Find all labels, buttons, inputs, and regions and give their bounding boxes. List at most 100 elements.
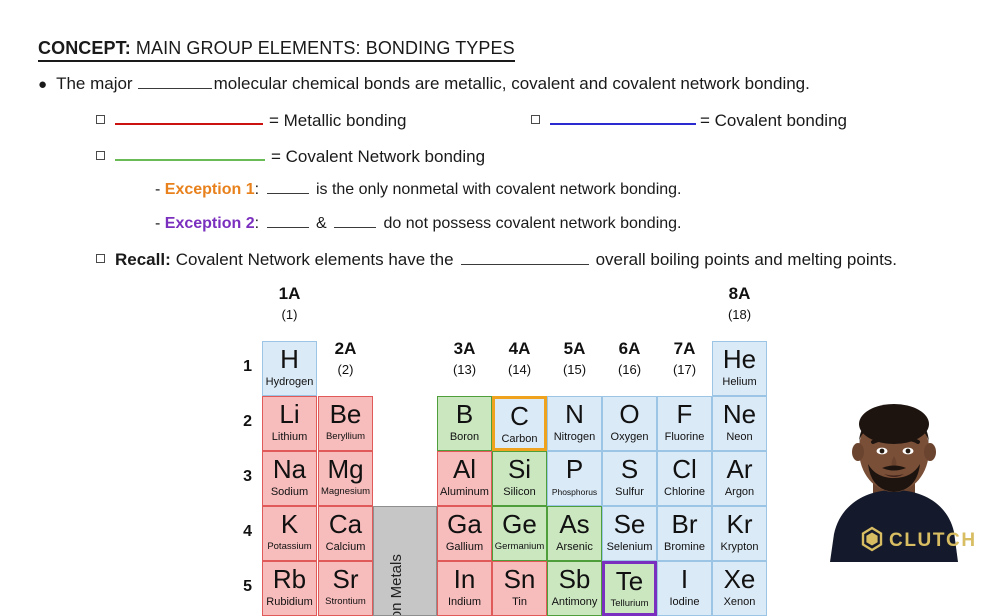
group-number-17: (17)	[672, 362, 697, 377]
element-symbol-ge: Ge	[502, 509, 537, 539]
checkbox-icon-network[interactable]	[96, 151, 105, 160]
exception-1-label: Exception 1	[164, 181, 255, 198]
group-label-4a: 4A	[508, 339, 531, 358]
red-line-metallic[interactable]	[115, 123, 263, 125]
element-symbol-h: H	[280, 344, 299, 374]
element-symbol-cl: Cl	[672, 454, 697, 484]
checkbox-icon-covalent[interactable]	[531, 115, 540, 124]
element-symbol-f: F	[676, 399, 693, 429]
element-symbol-c: C	[510, 401, 529, 431]
element-name-h: Hydrogen	[265, 376, 314, 388]
exception-2-colon: :	[254, 215, 260, 232]
element-name-sb: Antimony	[551, 596, 598, 608]
exception-2-amp: &	[315, 215, 327, 232]
element-symbol-si: Si	[507, 454, 532, 484]
element-symbol-kr: Kr	[726, 509, 753, 539]
element-symbol-ne: Ne	[722, 399, 757, 429]
element-name-te: Tellurium	[610, 598, 649, 609]
group-label-2a: 2A	[334, 339, 357, 358]
group-number-16: (16)	[617, 362, 642, 377]
blank-exception-2a[interactable]	[266, 227, 309, 228]
element-name-kr: Krypton	[720, 541, 759, 553]
checkbox-icon-metallic[interactable]	[96, 115, 105, 124]
element-name-sn: Tin	[512, 596, 527, 608]
exception-2-text: do not possess covalent network bonding.	[383, 215, 682, 232]
exception-1-dash: -	[155, 181, 161, 198]
major-bullet-pre: The major	[56, 74, 133, 93]
element-cell-n[interactable]: N Nitrogen	[547, 396, 602, 451]
element-symbol-n: N	[565, 399, 584, 429]
presenter-video: CLUTCH	[788, 394, 1000, 562]
element-name-ca: Calcium	[325, 541, 366, 553]
element-name-s: Sulfur	[615, 486, 644, 498]
period-number-3: 3	[243, 468, 252, 485]
recall-pre: Covalent Network elements have the	[175, 250, 454, 269]
element-symbol-sb: Sb	[558, 564, 591, 594]
group-label-3a: 3A	[453, 339, 476, 358]
element-symbol-al: Al	[452, 454, 477, 484]
element-symbol-s: S	[620, 454, 639, 484]
element-name-n: Nitrogen	[553, 431, 596, 443]
element-symbol-as: As	[559, 509, 590, 539]
element-name-k: Potassium	[267, 541, 312, 552]
clutch-logo-icon	[861, 526, 883, 552]
blank-exception-2b[interactable]	[334, 227, 377, 228]
legend-label-network: = Covalent Network bonding	[271, 147, 486, 166]
blue-line-covalent[interactable]	[550, 123, 696, 125]
element-cell-s[interactable]: S Sulfur	[602, 451, 657, 506]
element-symbol-ca: Ca	[328, 509, 363, 539]
element-symbol-mg: Mg	[327, 454, 364, 484]
element-cell-h[interactable]: H Hydrogen	[262, 341, 317, 396]
blank-major-bonds[interactable]	[137, 88, 212, 89]
major-bonds-bullet: ● The major molecular chemical bonds are…	[38, 74, 810, 94]
element-symbol-ga: Ga	[447, 509, 482, 539]
period-number-1: 1	[243, 358, 252, 375]
blank-recall[interactable]	[460, 264, 589, 265]
green-line-network[interactable]	[115, 159, 265, 161]
legend-row-metallic: = Metallic bonding	[96, 111, 407, 131]
element-name-cl: Chlorine	[664, 486, 705, 498]
checkbox-icon-recall[interactable]	[96, 254, 105, 263]
group-label-1a: 1A	[278, 284, 301, 303]
element-name-br: Bromine	[664, 541, 705, 553]
element-symbol-p: P	[565, 454, 584, 484]
period-number-2: 2	[243, 413, 252, 430]
group-number-2: (2)	[337, 362, 354, 377]
element-name-se: Selenium	[606, 541, 653, 553]
recall-label: Recall:	[115, 250, 171, 269]
blank-exception-1[interactable]	[266, 193, 309, 194]
group-number-1: (1)	[281, 307, 298, 322]
group-label-7a: 7A	[673, 339, 696, 358]
